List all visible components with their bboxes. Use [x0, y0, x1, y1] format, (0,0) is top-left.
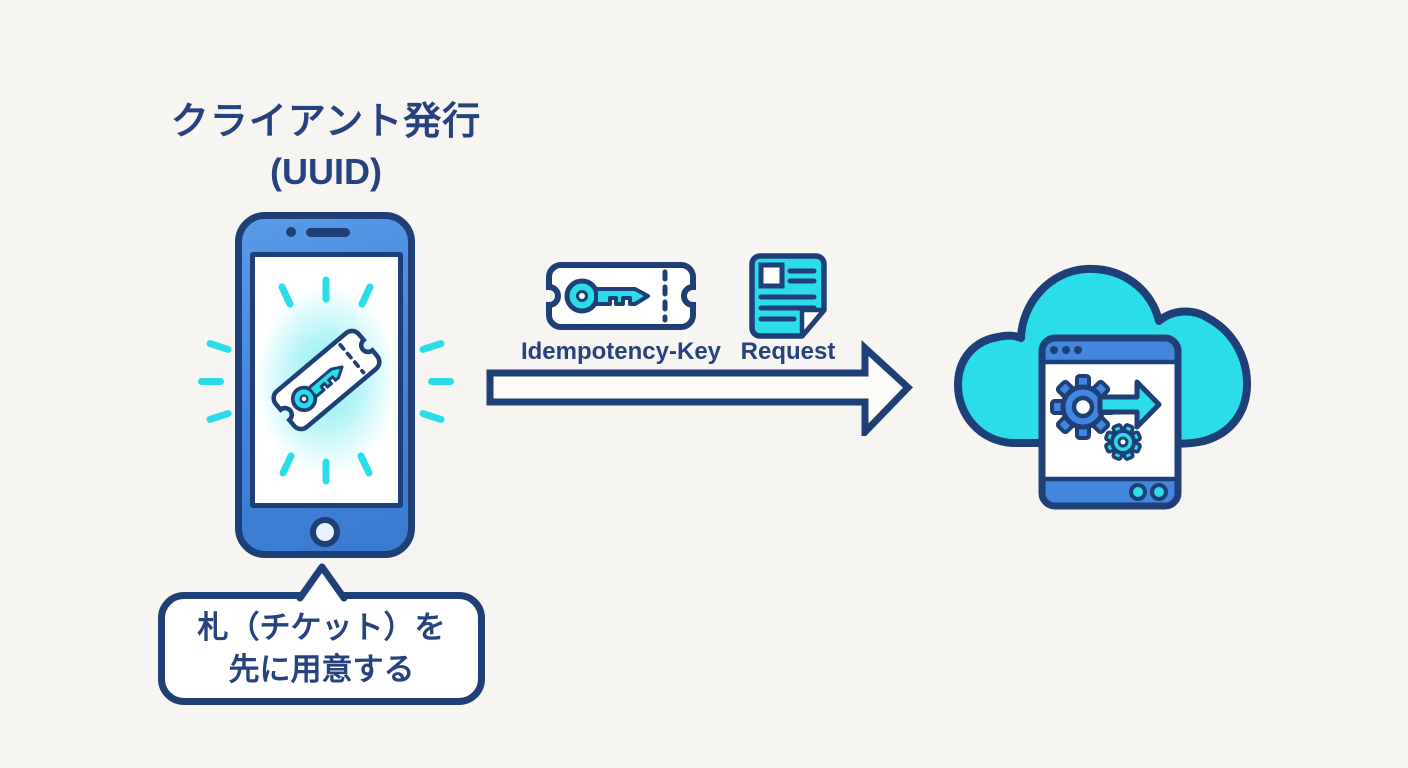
gear-small-icon [1104, 423, 1142, 461]
window-dot-icon [1050, 346, 1058, 354]
ray-icon [198, 378, 224, 385]
ray-icon [205, 409, 233, 424]
request-flow-arrow-icon [486, 340, 914, 436]
server-window-icon [1038, 334, 1182, 510]
request-document-icon [749, 253, 827, 339]
ray-icon [418, 409, 446, 424]
request-label: Request [740, 338, 836, 365]
speech-bubble-line1: 札（チケット）を [197, 609, 446, 645]
speech-bubble-caret [296, 563, 348, 603]
phone-camera-icon [286, 227, 296, 237]
ray-icon [418, 339, 446, 354]
speech-bubble: 札（チケット）を 先に用意する [158, 592, 485, 705]
footer-light-icon [1150, 483, 1168, 501]
client-title: クライアント発行 (UUID) [166, 100, 486, 193]
client-title-line1: クライアント発行 [170, 101, 482, 143]
client-title-line2: (UUID) [270, 150, 382, 192]
speech-bubble-line2: 先に用意する [228, 651, 415, 687]
process-arrow-icon [1097, 379, 1162, 430]
ray-icon [322, 458, 330, 485]
ray-icon [205, 339, 233, 354]
window-dot-icon [1074, 346, 1082, 354]
server-cloud-icon [954, 264, 1252, 510]
gear-large-icon [1050, 374, 1116, 440]
ray-icon [322, 276, 330, 303]
ticket-key-icon [265, 322, 389, 438]
window-dot-icon [1062, 346, 1070, 354]
phone-speaker-icon [306, 228, 350, 237]
idempotency-key-label: Idempotency-Key [520, 338, 722, 365]
ray-icon [428, 378, 454, 385]
footer-light-icon [1129, 483, 1147, 501]
phone-home-button [310, 517, 340, 547]
idempotency-ticket-icon [545, 261, 697, 331]
